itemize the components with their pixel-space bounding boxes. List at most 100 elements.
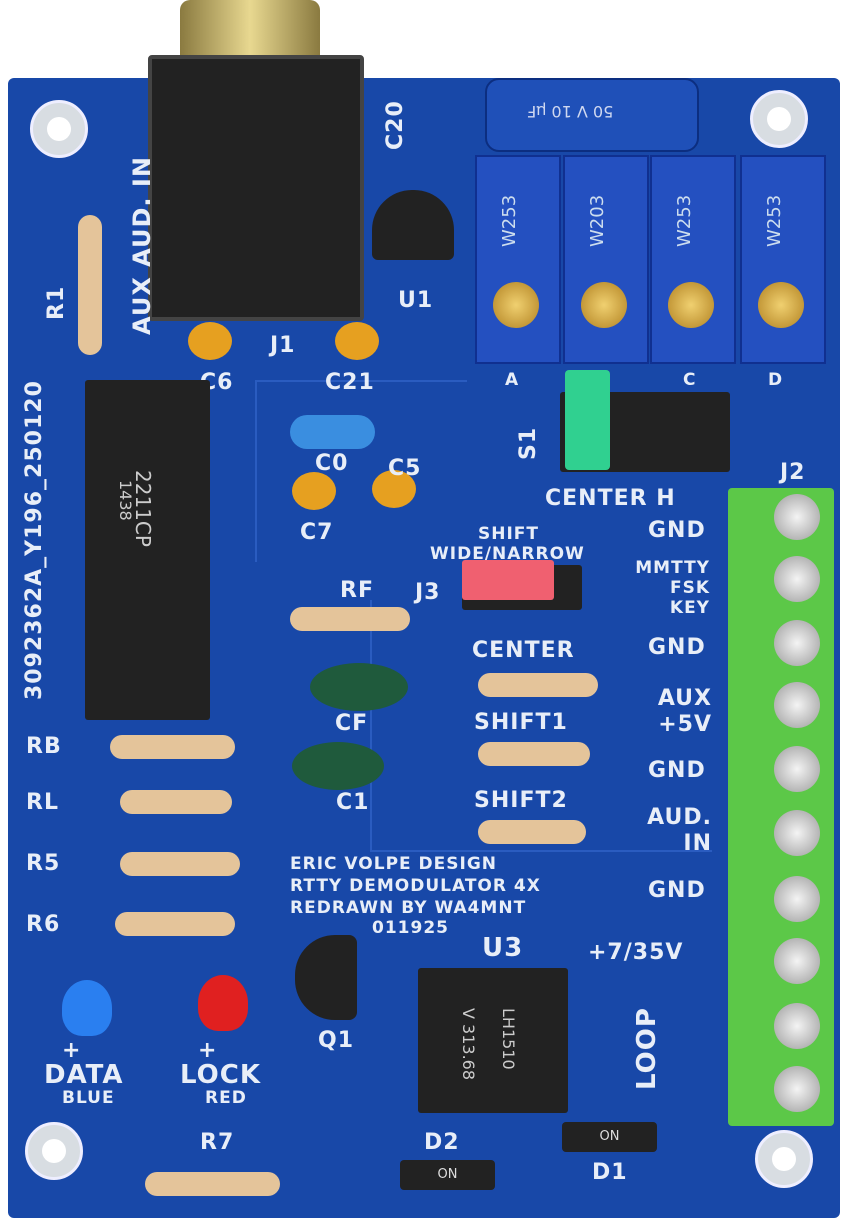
terminal-screw[interactable] bbox=[774, 1003, 820, 1049]
label-rl: RL bbox=[26, 790, 59, 815]
terminal-screw[interactable] bbox=[774, 1066, 820, 1112]
label-j3: J3 bbox=[415, 580, 441, 605]
mounting-hole bbox=[755, 1130, 813, 1188]
label-r1: R1 bbox=[44, 285, 69, 320]
terminal-screw[interactable] bbox=[774, 746, 820, 792]
led-lock-red bbox=[198, 975, 248, 1031]
jumper-green[interactable] bbox=[565, 370, 610, 470]
label-d2: D2 bbox=[424, 1130, 460, 1155]
terminal-screw[interactable] bbox=[774, 876, 820, 922]
label-c7: C7 bbox=[300, 520, 334, 545]
resistor-r5 bbox=[120, 852, 240, 876]
trimmer-pot-b[interactable]: W203 bbox=[563, 155, 649, 364]
pot-label-c: C bbox=[683, 370, 697, 390]
pot-marking: W253 bbox=[674, 194, 695, 247]
terminal-label-gnd: GND bbox=[648, 518, 706, 543]
pot-label-a: A bbox=[505, 370, 520, 390]
terminal-label-aud-in: AUD. IN bbox=[647, 805, 712, 856]
terminal-screw[interactable] bbox=[774, 556, 820, 602]
chip-marking: LH1510 bbox=[499, 1008, 518, 1070]
diode-marking: ON bbox=[437, 1167, 458, 1182]
adjust-screw[interactable] bbox=[668, 282, 714, 328]
resistor-shift2 bbox=[478, 820, 586, 844]
ic-2211: 2211CP 1438 bbox=[85, 380, 210, 720]
label-c21: C21 bbox=[325, 370, 375, 395]
terminal-screw[interactable] bbox=[774, 682, 820, 728]
label-rb: RB bbox=[26, 734, 62, 759]
led-plus: + bbox=[198, 1038, 218, 1063]
label-r6: R6 bbox=[26, 912, 61, 937]
capacitor-cf bbox=[310, 663, 408, 711]
label-j1: J1 bbox=[270, 333, 296, 358]
jumper-red[interactable] bbox=[462, 560, 554, 600]
terminal-screw[interactable] bbox=[774, 494, 820, 540]
label-j2: J2 bbox=[780, 460, 806, 485]
electrolytic-capacitor: 50 V 10 µF bbox=[485, 78, 699, 152]
pot-label-d: D bbox=[768, 370, 784, 390]
resistor-r1 bbox=[78, 215, 102, 355]
label-c0: C0 bbox=[315, 451, 349, 476]
resistor-rb bbox=[110, 735, 235, 759]
pot-marking: W253 bbox=[764, 194, 785, 247]
trimmer-pot-d[interactable]: W253 bbox=[740, 155, 826, 364]
adjust-screw[interactable] bbox=[493, 282, 539, 328]
s1-center-label: CENTER H bbox=[545, 486, 676, 511]
led-plus: + bbox=[62, 1038, 82, 1063]
chip-code: V 313.68 bbox=[459, 1008, 478, 1081]
pot-marking: W203 bbox=[587, 194, 608, 247]
label-c5: C5 bbox=[388, 456, 422, 481]
diode-marking: ON bbox=[599, 1129, 620, 1144]
diode-d2: ON bbox=[400, 1160, 495, 1190]
label-u1: U1 bbox=[398, 288, 434, 313]
diode-d1: ON bbox=[562, 1122, 657, 1152]
part-number: 3092362A_Y196_250120 bbox=[22, 380, 47, 700]
credit-line-3: REDRAWN BY WA4MNT bbox=[290, 898, 527, 918]
label-r7: R7 bbox=[200, 1130, 235, 1155]
label-red: RED bbox=[205, 1088, 247, 1108]
trace bbox=[370, 600, 712, 852]
terminal-screw[interactable] bbox=[774, 938, 820, 984]
chip-code: 1438 bbox=[116, 480, 135, 521]
terminal-label-gnd: GND bbox=[648, 635, 706, 660]
capacitor-c5 bbox=[372, 470, 416, 508]
capacitor-c6 bbox=[188, 322, 232, 360]
resistor-center bbox=[478, 673, 598, 697]
capacitor-c21 bbox=[335, 322, 379, 360]
transistor-q1 bbox=[295, 935, 357, 1020]
optocoupler-u3: LH1510 V 313.68 bbox=[418, 968, 568, 1113]
label-r5: R5 bbox=[26, 851, 61, 876]
capacitor-c7 bbox=[292, 472, 336, 510]
label-rf: RF bbox=[340, 578, 374, 603]
trimmer-pot-c[interactable]: W253 bbox=[650, 155, 736, 364]
adjust-screw[interactable] bbox=[758, 282, 804, 328]
credit-line-2: RTTY DEMODULATOR 4X bbox=[290, 876, 541, 896]
jack-label: AUX AUD. IN bbox=[128, 156, 156, 335]
label-blue: BLUE bbox=[62, 1088, 115, 1108]
trimmer-pot-a[interactable]: W253 bbox=[475, 155, 561, 364]
credit-line-1: ERIC VOLPE DESIGN bbox=[290, 854, 498, 874]
terminal-label-aux5v: AUX +5V bbox=[657, 686, 712, 737]
label-c1: C1 bbox=[336, 790, 370, 815]
label-d1: D1 bbox=[592, 1160, 628, 1185]
audio-jack-j1[interactable] bbox=[148, 55, 364, 321]
terminal-label-gnd: GND bbox=[648, 758, 706, 783]
adjust-screw[interactable] bbox=[581, 282, 627, 328]
transistor-u1 bbox=[372, 190, 454, 260]
resistor-r7 bbox=[145, 1172, 280, 1196]
label-s1: S1 bbox=[516, 426, 541, 460]
resistor-rf bbox=[290, 607, 410, 631]
label-shift2: SHIFT2 bbox=[474, 788, 568, 813]
label-lock: LOCK bbox=[180, 1060, 261, 1090]
resistor-rl bbox=[120, 790, 232, 814]
terminal-label-gnd: GND bbox=[648, 878, 706, 903]
capacitor-c1 bbox=[292, 742, 384, 790]
mounting-hole bbox=[750, 90, 808, 148]
mounting-hole bbox=[25, 1122, 83, 1180]
trace bbox=[255, 380, 467, 562]
terminal-screw[interactable] bbox=[774, 620, 820, 666]
terminal-label-loop: LOOP bbox=[632, 1007, 662, 1090]
capacitor-c0 bbox=[290, 415, 375, 449]
terminal-screw[interactable] bbox=[774, 810, 820, 856]
label-center: CENTER bbox=[472, 638, 575, 663]
resistor-shift1 bbox=[478, 742, 590, 766]
